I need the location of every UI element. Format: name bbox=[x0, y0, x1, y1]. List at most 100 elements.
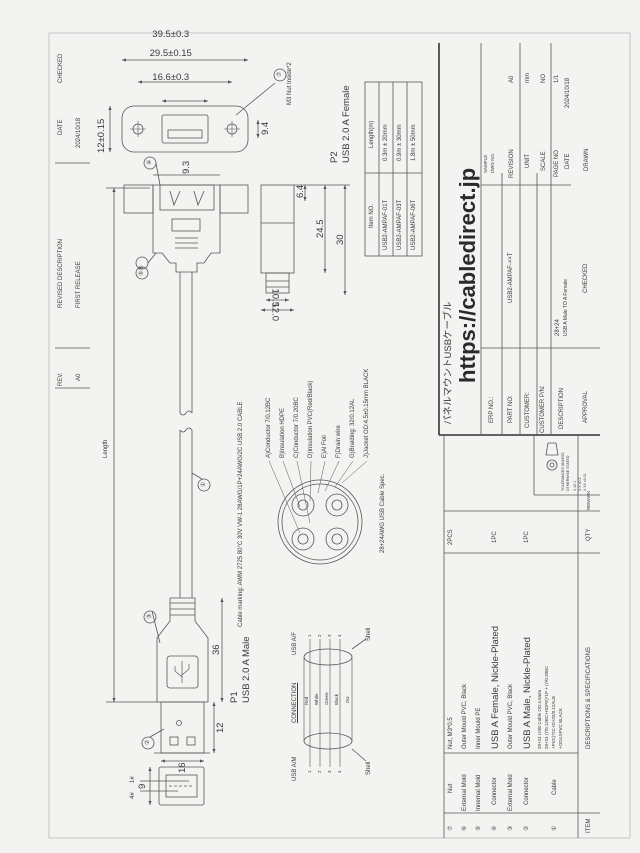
bom-item-qty: 2PCS bbox=[448, 529, 454, 545]
spec-item: G)Braiding: 32/0.12AL bbox=[350, 398, 356, 458]
p1-id: P1 bbox=[229, 691, 240, 703]
length-label: Length bbox=[103, 439, 109, 458]
dim-6-4: 6.4 bbox=[295, 184, 306, 198]
panel-plate-front-view bbox=[108, 58, 276, 153]
tolerance-note: OTHERWISE STATED bbox=[566, 455, 570, 491]
bom-item-no: ⑥ bbox=[462, 825, 468, 831]
pin1-label: 1# bbox=[130, 776, 136, 783]
length-dimension bbox=[106, 187, 158, 703]
revised-description-header: REVISED DESCRIPTION bbox=[58, 238, 64, 308]
description-line2: USB A Male TO A Female bbox=[563, 278, 569, 336]
bom-item-no: ② bbox=[524, 825, 530, 831]
bom-item-spec: Outer Mould PVC, Black bbox=[462, 683, 468, 749]
spec-item: E)Al Foil bbox=[322, 435, 328, 458]
pin-left: 1 bbox=[307, 770, 312, 773]
japanese-title: パネルマウントUSBケーブル bbox=[443, 301, 454, 425]
dim-plug-width: 16 bbox=[177, 762, 188, 773]
connection-title: CONNECTION bbox=[292, 682, 298, 723]
shell-right: Shell bbox=[366, 627, 372, 641]
part-label: PART NO: bbox=[508, 395, 514, 423]
female-connector-top bbox=[260, 184, 350, 312]
cable-cross-section bbox=[268, 460, 368, 565]
item-table-cell: USB2-AMPAF-01T bbox=[383, 199, 389, 250]
bom-item-name: Connector bbox=[524, 777, 530, 805]
bom-item-name: Cable bbox=[552, 779, 558, 795]
spec-item: F)Drain wire bbox=[336, 425, 342, 458]
callout-2: ② bbox=[145, 739, 151, 745]
bom-item-spec: Nut, M3*0.5 bbox=[448, 717, 454, 749]
dim-12-0: 12.0 bbox=[269, 302, 281, 322]
dim-9-3: 9.3 bbox=[181, 160, 192, 174]
tolerance-note: X ±0.1 bbox=[573, 480, 577, 491]
bom-footer-qty: QTY bbox=[586, 528, 592, 541]
revision-date-value: 2024/10/18 bbox=[76, 117, 82, 148]
spec-item: B)Insulation HDPE bbox=[280, 407, 286, 458]
bom-item-qty: 1PC bbox=[524, 531, 530, 543]
unit-value: mm bbox=[525, 73, 531, 83]
connection-left-label: USB A/M bbox=[292, 756, 298, 781]
callout-7: ⑦ bbox=[277, 71, 283, 77]
dim-plug-length: 12 bbox=[215, 722, 226, 733]
pin-left: 2 bbox=[317, 770, 322, 773]
bom-item-spec: USB A Male, Nickle-Plated bbox=[522, 637, 533, 749]
title-block-grid bbox=[438, 43, 600, 838]
page-value: 1/1 bbox=[554, 74, 560, 83]
bom-item-spec: Inner Mould PE bbox=[476, 707, 482, 749]
spec-item: J)Jacket OD:4.5±0.15mm BLACK bbox=[364, 368, 370, 458]
connection-right-label: USB A/F bbox=[292, 631, 298, 655]
callout-5-6: ⑤⑥ bbox=[139, 265, 145, 276]
bom-item-no: ③ bbox=[508, 825, 514, 831]
description-line1: 28+24 bbox=[555, 319, 561, 336]
drawn-label: DRAWN bbox=[584, 148, 590, 171]
approval-label: APPROVAL bbox=[583, 391, 589, 423]
item-table-cell: USB2-AMPAF-06T bbox=[411, 199, 417, 250]
dim-plate-39-5: 39.5±0.3 bbox=[152, 28, 190, 40]
usb-logo-icon bbox=[166, 655, 199, 689]
bom-footer-desc: DESCRIPTIONS & SPECIFICATIONS bbox=[586, 647, 592, 749]
date-value: 2024/10/18 bbox=[565, 77, 571, 108]
wire-label: Red bbox=[304, 696, 309, 705]
dim-plate-29-5: 29.5±0.15 bbox=[149, 48, 192, 60]
wire-label: Dw bbox=[345, 696, 350, 704]
sheet-border bbox=[48, 32, 631, 839]
pin-right: 3 bbox=[327, 634, 332, 637]
bom-item-spec: +OD4.5PVC BLACK bbox=[558, 708, 563, 749]
unit-label: UNIT bbox=[525, 154, 531, 168]
checked-header: CHECKED bbox=[58, 53, 64, 83]
male-overmold bbox=[156, 597, 224, 703]
tolerance-note: X.X ±0.2 bbox=[578, 477, 582, 491]
bom-item-spec: Outer Mould PVC, Black bbox=[508, 683, 514, 749]
shell-left: Shell bbox=[366, 761, 372, 775]
scale-label: SCALE bbox=[541, 151, 547, 171]
callout-1: ① bbox=[201, 481, 207, 487]
dim-end-height: 9 bbox=[137, 783, 148, 789]
page-label: PAGE NO bbox=[554, 150, 560, 177]
spec-item: D)Insulation PVC(Red/Black) bbox=[308, 380, 314, 458]
cable bbox=[179, 272, 193, 598]
wire-label: Green bbox=[324, 692, 329, 705]
cable-marking: Cable marking: AWM 2725 80°C 30V VW-1 28… bbox=[238, 401, 244, 627]
tolerance-note: TOLERANCES UNLESS bbox=[561, 452, 565, 491]
checked-label: CHECKED bbox=[583, 263, 589, 293]
bom-item-spec: 28+24 (7/0.12BC+HDPE)*1P + (7/0.20BC bbox=[544, 665, 549, 749]
item-table-cell: USB2-AMPAF-03T bbox=[397, 199, 403, 250]
item-table-cell: 1.8m ± 50mm bbox=[411, 124, 417, 161]
item-table-grid bbox=[364, 81, 423, 257]
pin4-label: 4# bbox=[130, 792, 136, 799]
description-label: DESCRIPTION bbox=[559, 387, 565, 429]
dim-24-5: 24.5 bbox=[315, 219, 326, 239]
dim-plate-12: 12±0.15 bbox=[96, 118, 107, 153]
dim-plate-9-4: 9.4 bbox=[260, 121, 271, 135]
scale-value: NO bbox=[541, 74, 547, 83]
p1-name: USB 2.0 A Male bbox=[241, 636, 252, 703]
bom-item-name: Innernal Mold bbox=[476, 774, 482, 811]
cable-spec-title: 28+24AWG USB Cable Spec. bbox=[380, 473, 386, 553]
bom-item-qty: 1PC bbox=[492, 531, 498, 543]
item-table-cell: 0.3m ± 20mm bbox=[383, 124, 389, 161]
website-url[interactable]: https://cabledirect.jp bbox=[455, 167, 480, 383]
pin-left: 4 bbox=[337, 770, 342, 773]
bom-item-no: ④ bbox=[492, 825, 498, 831]
bom-item-name: External Mold bbox=[462, 774, 468, 811]
male-plug bbox=[154, 701, 216, 763]
callout-circles bbox=[135, 68, 287, 750]
